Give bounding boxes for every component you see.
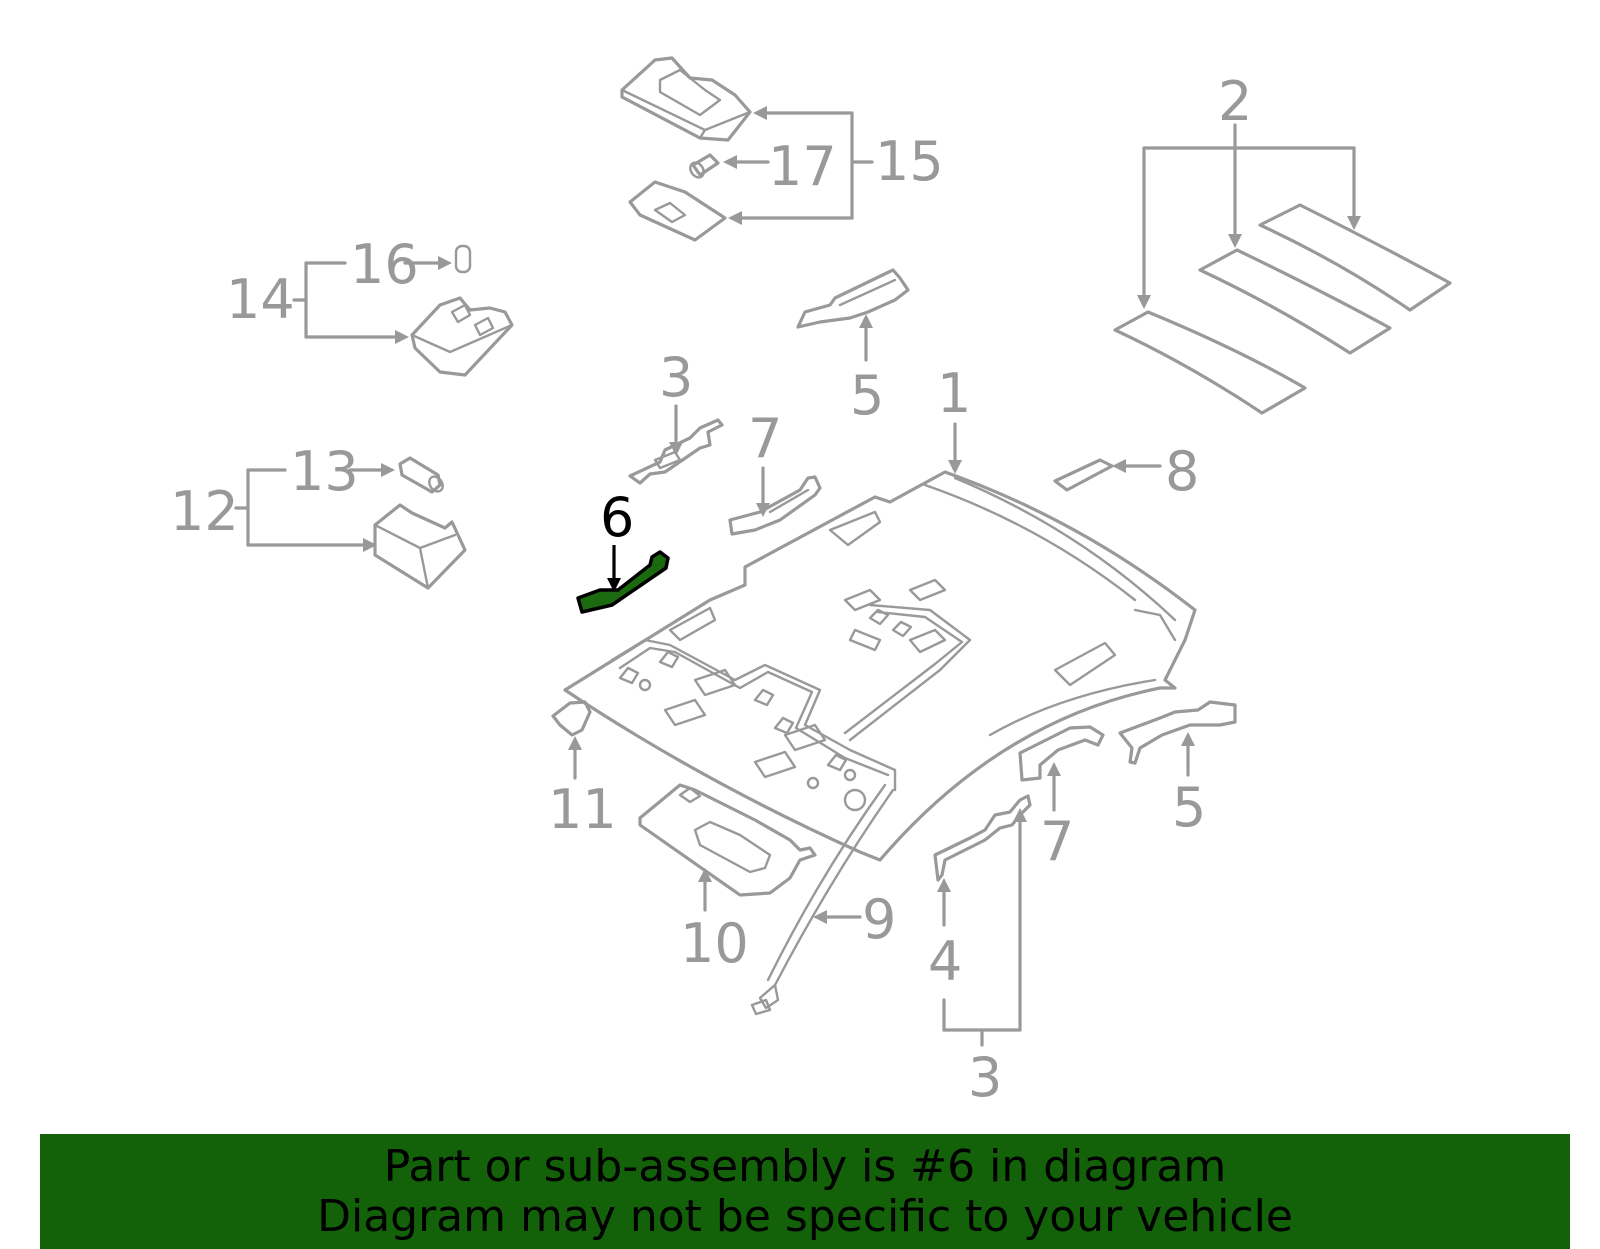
clip-part-11	[551, 700, 592, 737]
lens-part-15	[628, 180, 727, 242]
rail-part-5-lower	[1118, 700, 1237, 765]
callout-12: 12	[170, 480, 239, 543]
leader-10	[698, 868, 712, 912]
info-banner: Part or sub-assembly is #6 in diagram Di…	[40, 1134, 1570, 1249]
leader-5-upper	[859, 314, 873, 362]
leader-6	[607, 545, 621, 592]
bulb-part-16	[454, 244, 472, 274]
wire-harness-part-9	[750, 783, 895, 1016]
callout-10: 10	[680, 912, 749, 975]
callout-9: 9	[862, 888, 896, 951]
callout-5-lower: 5	[1172, 776, 1206, 839]
bracket-part-4	[933, 794, 1032, 882]
callout-11: 11	[548, 778, 617, 841]
banner-line-part-number: Part or sub-assembly is #6 in diagram	[383, 1140, 1227, 1192]
callout-7-lower: 7	[1040, 810, 1074, 873]
rail-part-5-upper	[796, 268, 910, 329]
callout-2: 2	[1218, 70, 1252, 133]
callout-17: 17	[768, 135, 837, 198]
handle-base-part-7-upper	[728, 475, 822, 536]
callout-16: 16	[350, 233, 419, 296]
lamp-part-12	[373, 503, 467, 590]
handle-base-part-7-lower	[1018, 725, 1105, 782]
leader-8	[1112, 459, 1162, 473]
callout-7-upper: 7	[748, 407, 782, 470]
headliner-part-1	[563, 470, 1197, 862]
leader-14-16	[292, 256, 452, 344]
callout-13: 13	[290, 440, 359, 503]
leader-15-17	[723, 106, 874, 225]
strip-part-8	[1053, 458, 1114, 492]
leader-9	[813, 910, 862, 924]
bracket-part-3-upper	[628, 418, 724, 485]
banner-line-disclaimer: Diagram may not be specific to your vehi…	[317, 1190, 1293, 1242]
leader-12-13	[234, 463, 395, 552]
callout-14: 14	[226, 268, 295, 331]
leader-1	[948, 422, 962, 474]
leader-11	[568, 736, 582, 780]
callout-4: 4	[928, 930, 962, 993]
leader-2	[1137, 123, 1361, 309]
leader-7-upper	[756, 466, 770, 517]
callout-1: 1	[937, 362, 971, 425]
sun-visor-part-10	[638, 783, 817, 897]
bulb-part-13	[398, 456, 444, 494]
callout-5-upper: 5	[850, 364, 884, 427]
leader-5-lower	[1181, 732, 1195, 777]
callout-3-lower: 3	[968, 1046, 1002, 1109]
callout-15: 15	[875, 130, 944, 193]
lamp-part-14	[410, 296, 514, 377]
callout-3-upper: 3	[659, 346, 693, 409]
leader-7-lower	[1047, 762, 1061, 812]
bulb-part-17	[689, 153, 720, 179]
leader-4-and-3-lower	[937, 808, 1027, 1047]
roof-pads-part-2	[1113, 203, 1452, 415]
callout-6: 6	[600, 486, 634, 549]
grip-handle-part-6	[576, 550, 670, 614]
leader-3-upper	[669, 404, 683, 456]
callout-8: 8	[1165, 440, 1199, 503]
lamp-part-15	[620, 56, 752, 142]
